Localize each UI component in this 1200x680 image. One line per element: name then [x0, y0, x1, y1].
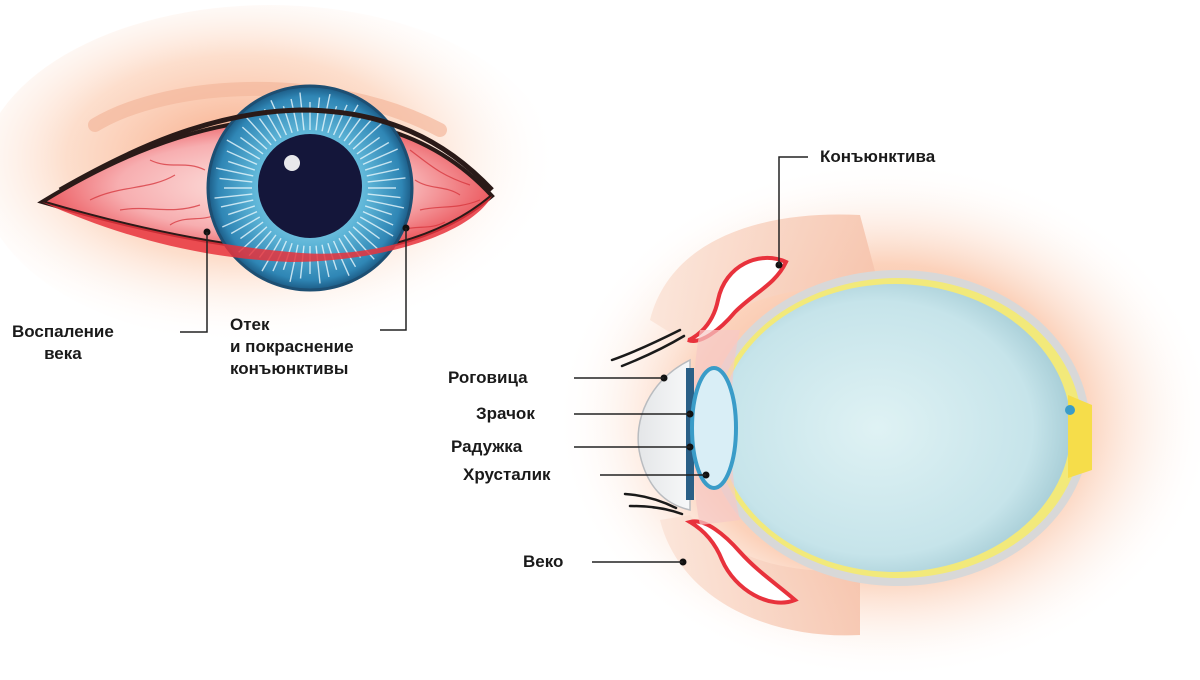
iris-fiber: [222, 210, 258, 228]
iris-fiber: [245, 116, 272, 146]
iris-fiber: [338, 104, 359, 139]
iris-fiber: [258, 118, 277, 142]
iris-fiber: [226, 150, 258, 166]
upper-lid-line: [58, 107, 494, 193]
label-eyelid-inflammation-line1: Воспаление: [12, 322, 114, 341]
label-conj-line2: и покраснение: [230, 337, 354, 356]
label-conjunctiva-swelling: Отек и покраснение конъюнктивы: [230, 314, 354, 380]
cross-iris: [686, 368, 694, 500]
label-eyelid: Веко: [523, 552, 564, 571]
eye-cross-section: [555, 160, 1200, 680]
label-cornea: Роговица: [448, 368, 528, 387]
iris-fiber: [290, 98, 299, 132]
iris-fiber: [364, 160, 393, 171]
iris-fiber: [227, 205, 256, 216]
cornea: [637, 358, 691, 511]
iris-fiber: [315, 97, 321, 131]
iris-fiber: [215, 167, 254, 177]
iris-fiber: [356, 221, 380, 240]
iris-fiber: [299, 245, 305, 279]
pupil-highlight: [284, 155, 300, 171]
iris-fiber: [315, 245, 321, 284]
label-conj-line1: Отек: [230, 315, 270, 334]
iris-fiber: [364, 205, 393, 216]
lower-conjunctiva: [684, 519, 799, 605]
iris-fiber: [241, 126, 268, 150]
vitreous-body: [719, 284, 1071, 572]
upper-conjunctiva: [687, 256, 789, 343]
iris-fiber: [352, 123, 382, 150]
iris-fiber: [289, 244, 299, 283]
iris-fiber: [362, 148, 398, 166]
iris-fiber: [321, 244, 330, 278]
optic-disc: [1065, 405, 1075, 415]
iris-fiber: [362, 210, 394, 226]
iris-fiber: [219, 177, 253, 183]
iris-fibers: [214, 92, 406, 284]
iris-fiber: [352, 226, 379, 250]
iris-fiber: [226, 139, 261, 160]
label-eyelid-inflammation: Воспаление века: [12, 321, 114, 365]
iris-fiber: [214, 193, 253, 199]
iris-fiber: [343, 118, 362, 142]
crystalline-lens: [690, 366, 738, 490]
iris-fiber: [366, 168, 400, 177]
optic-nerve: [1068, 395, 1092, 478]
iris-fiber: [270, 100, 288, 136]
iris-fiber: [356, 136, 380, 155]
iris-fiber: [240, 136, 264, 155]
iris-fiber: [367, 193, 401, 199]
inflamed-eye-illustration: [0, 5, 560, 345]
eyelashes: [610, 328, 686, 516]
label-lens: Хрусталик: [463, 465, 551, 484]
iris-fiber: [227, 160, 256, 171]
label-conjunctiva: Конъюнктива: [820, 147, 936, 166]
pupil: [258, 134, 362, 238]
iris-fiber: [332, 104, 348, 136]
lower-lid-rim: [42, 196, 492, 262]
label-eyelid-inflammation-line2: века: [44, 344, 82, 363]
iris-fiber: [230, 216, 261, 235]
iris-fiber: [367, 177, 406, 183]
iris-fiber: [348, 119, 372, 146]
iris-fiber: [359, 141, 390, 160]
label-conj-line3: конъюнктивы: [230, 359, 349, 378]
iris-fiber: [240, 221, 264, 240]
left-leader-lines: [180, 228, 407, 333]
label-pupil: Зрачок: [476, 404, 535, 423]
label-iris: Радужка: [451, 437, 523, 456]
iris-fiber: [220, 199, 254, 208]
upper-lid-fold: [88, 81, 447, 137]
iris-fiber: [366, 199, 405, 209]
iris-fiber: [359, 216, 394, 237]
right-leader-lines: [574, 156, 808, 563]
